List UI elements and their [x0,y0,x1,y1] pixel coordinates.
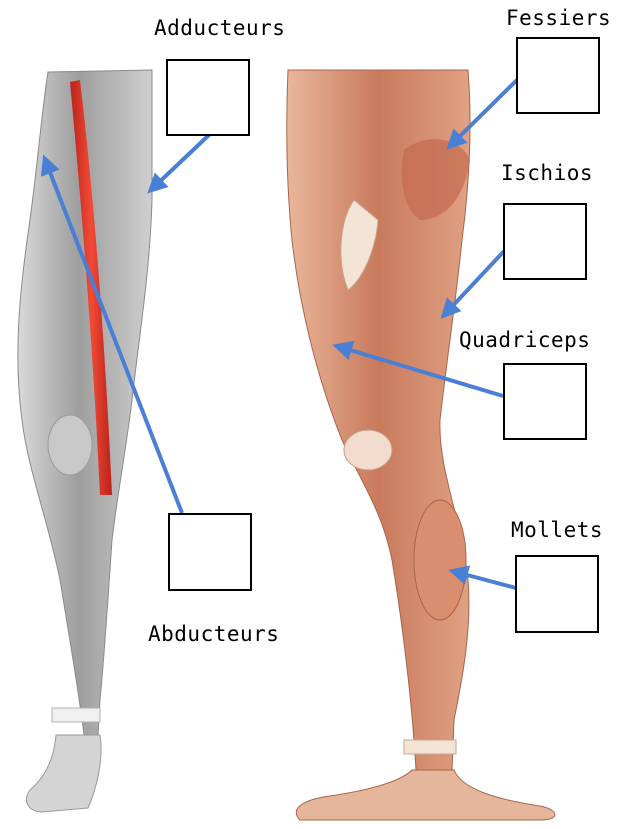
answer-box-adducteurs[interactable] [166,59,250,136]
label-abducteurs: Abducteurs [148,622,279,646]
label-fessiers: Fessiers [506,6,611,30]
answer-box-fessiers[interactable] [516,37,600,114]
answer-box-quadriceps[interactable] [503,363,587,440]
answer-box-ischios[interactable] [503,203,587,280]
label-mollets: Mollets [511,518,603,542]
arrow-adducteurs [153,134,210,188]
label-ischios: Ischios [501,161,593,185]
label-adducteurs: Adducteurs [154,16,285,40]
answer-box-mollets[interactable] [515,555,599,633]
answer-box-abducteurs[interactable] [168,513,252,591]
label-quadriceps: Quadriceps [459,328,590,352]
grey-leg-illustration [18,70,152,812]
